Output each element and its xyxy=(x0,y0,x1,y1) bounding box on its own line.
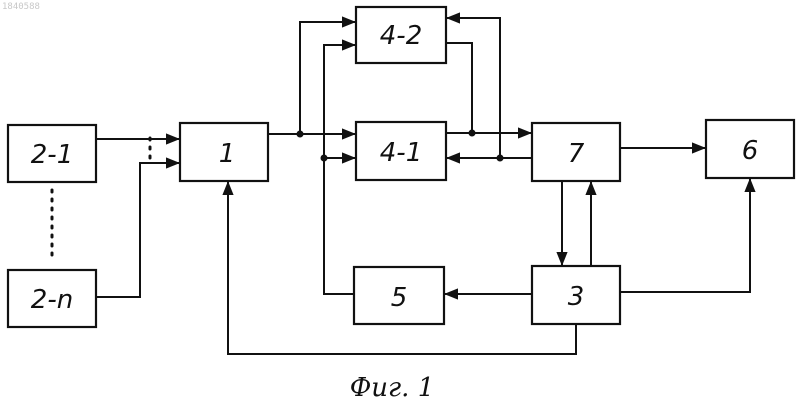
junction-dot-7 xyxy=(497,155,504,162)
block-3: 3 xyxy=(532,266,620,324)
block-1-label: 1 xyxy=(219,139,236,169)
block-5: 5 xyxy=(354,267,444,324)
wire-4-2-to-7 xyxy=(446,43,472,133)
junction-dot-1 xyxy=(297,131,304,138)
wire-3-to-6 xyxy=(620,178,750,292)
wire-2-n-to-1 xyxy=(96,163,180,297)
block-2-1-label: 2-1 xyxy=(31,140,73,170)
block-7-label: 7 xyxy=(568,139,585,169)
block-2-n: 2-n xyxy=(8,270,96,327)
block-6: 6 xyxy=(706,120,794,178)
block-4-2-label: 4-2 xyxy=(380,21,422,51)
block-4-1: 4-1 xyxy=(356,122,446,180)
block-3-label: 3 xyxy=(568,282,585,312)
watermark: 1840588 xyxy=(2,2,40,12)
block-5-label: 5 xyxy=(391,283,408,313)
wire-5-to-4-2 xyxy=(324,45,356,294)
junction-dot-4 xyxy=(469,130,476,137)
block-4-1-label: 4-1 xyxy=(380,138,422,168)
block-2-n-label: 2-n xyxy=(31,285,73,315)
wire-1-to-4-2 xyxy=(300,22,356,134)
block-4-2: 4-2 xyxy=(356,7,446,63)
block-7: 7 xyxy=(532,123,620,181)
figure-caption: Фиг. 1 xyxy=(350,373,435,403)
block-6-label: 6 xyxy=(742,136,759,166)
junction-dot-5 xyxy=(321,155,328,162)
block-2-1: 2-1 xyxy=(8,125,96,182)
block-1: 1 xyxy=(180,123,268,181)
